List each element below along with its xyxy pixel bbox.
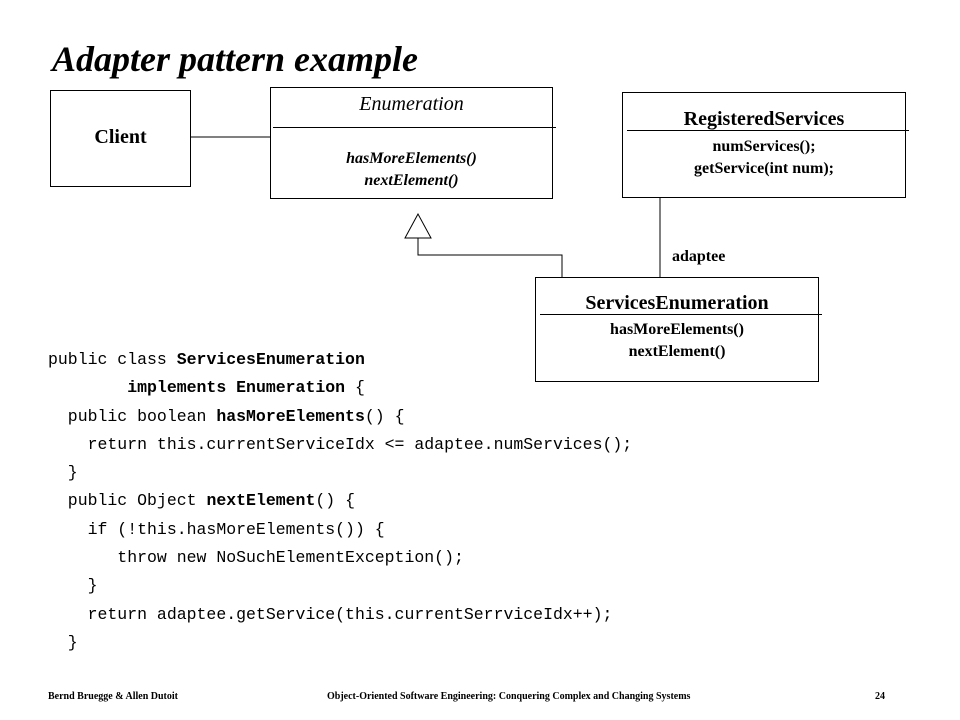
code-line: return adaptee.getService(this.currentSe…	[48, 604, 613, 624]
client-class-name: Client	[94, 126, 147, 148]
code-text: public boolean	[48, 406, 217, 426]
code-text: }	[48, 632, 78, 652]
services-enumeration-operation: nextElement()	[628, 343, 726, 360]
code-text: return adaptee.getService(this.currentSe…	[48, 604, 613, 624]
code-keyword-bold: hasMoreElements	[216, 406, 365, 426]
code-line: }	[48, 463, 78, 482]
slide-title: Adapter pattern example	[52, 39, 418, 79]
client-class: Client	[50, 90, 191, 187]
code-line: public Object nextElement() {	[48, 491, 355, 510]
code-text: {	[345, 378, 365, 398]
registered-services-separator	[627, 130, 909, 131]
registered-services-operation: getService(int num);	[694, 160, 834, 177]
code-line: }	[48, 576, 98, 595]
enumeration-operation: hasMoreElements()	[346, 150, 477, 167]
java-code-listing: public class ServicesEnumeration impleme…	[48, 346, 632, 657]
code-text: }	[48, 576, 98, 596]
code-text: () {	[364, 406, 405, 426]
adaptee-role-label: adaptee	[672, 248, 726, 265]
generalization-arrowhead	[404, 212, 432, 239]
services-enumeration-class-name: ServicesEnumeration	[585, 292, 769, 314]
code-text: public Object	[48, 491, 207, 511]
code-keyword-bold: implements Enumeration	[127, 378, 346, 398]
code-text: throw new NoSuchElementException();	[48, 548, 464, 568]
enumeration-separator	[273, 127, 556, 128]
registered-services-operation: numServices();	[712, 138, 816, 155]
enumeration-operations: hasMoreElements() nextElement()	[271, 148, 552, 192]
code-line: implements Enumeration {	[48, 378, 365, 397]
page-number: 24	[875, 691, 885, 702]
code-text: return this.currentServiceIdx <= adaptee…	[48, 434, 633, 454]
code-text: () {	[315, 491, 355, 511]
code-line: if (!this.hasMoreElements()) {	[48, 520, 385, 539]
enumeration-operation: nextElement()	[364, 172, 459, 189]
code-line: public class ServicesEnumeration	[48, 350, 365, 369]
services-enumeration-operations: hasMoreElements() nextElement()	[536, 319, 818, 363]
services-enumeration-operation: hasMoreElements()	[610, 321, 744, 338]
generalization-line	[417, 238, 563, 277]
code-keyword-bold: ServicesEnumeration	[176, 350, 365, 369]
code-line: public boolean hasMoreElements() {	[48, 406, 405, 426]
registered-services-class-name: RegisteredServices	[683, 108, 845, 130]
code-line: return this.currentServiceIdx <= adaptee…	[48, 434, 633, 454]
code-keyword-bold: nextElement	[206, 491, 316, 511]
code-text: if (!this.hasMoreElements()) {	[48, 519, 385, 539]
footer-authors: Bernd Bruegge & Allen Dutoit	[48, 691, 178, 702]
registered-services-operations: numServices(); getService(int num);	[623, 136, 905, 180]
services-enumeration-class: ServicesEnumeration hasMoreElements() ne…	[535, 277, 822, 382]
code-text: }	[48, 463, 78, 483]
code-text: public class	[48, 350, 177, 369]
enumeration-class: Enumeration hasMoreElements() nextElemen…	[270, 87, 556, 199]
code-line: throw new NoSuchElementException();	[48, 548, 464, 567]
code-line: }	[48, 633, 78, 652]
services-enumeration-separator	[540, 314, 822, 315]
registered-services-class: RegisteredServices numServices(); getSer…	[622, 92, 909, 198]
code-text	[48, 378, 127, 397]
footer-book-title: Object-Oriented Software Engineering: Co…	[327, 691, 691, 702]
enumeration-class-name: Enumeration	[359, 93, 464, 115]
